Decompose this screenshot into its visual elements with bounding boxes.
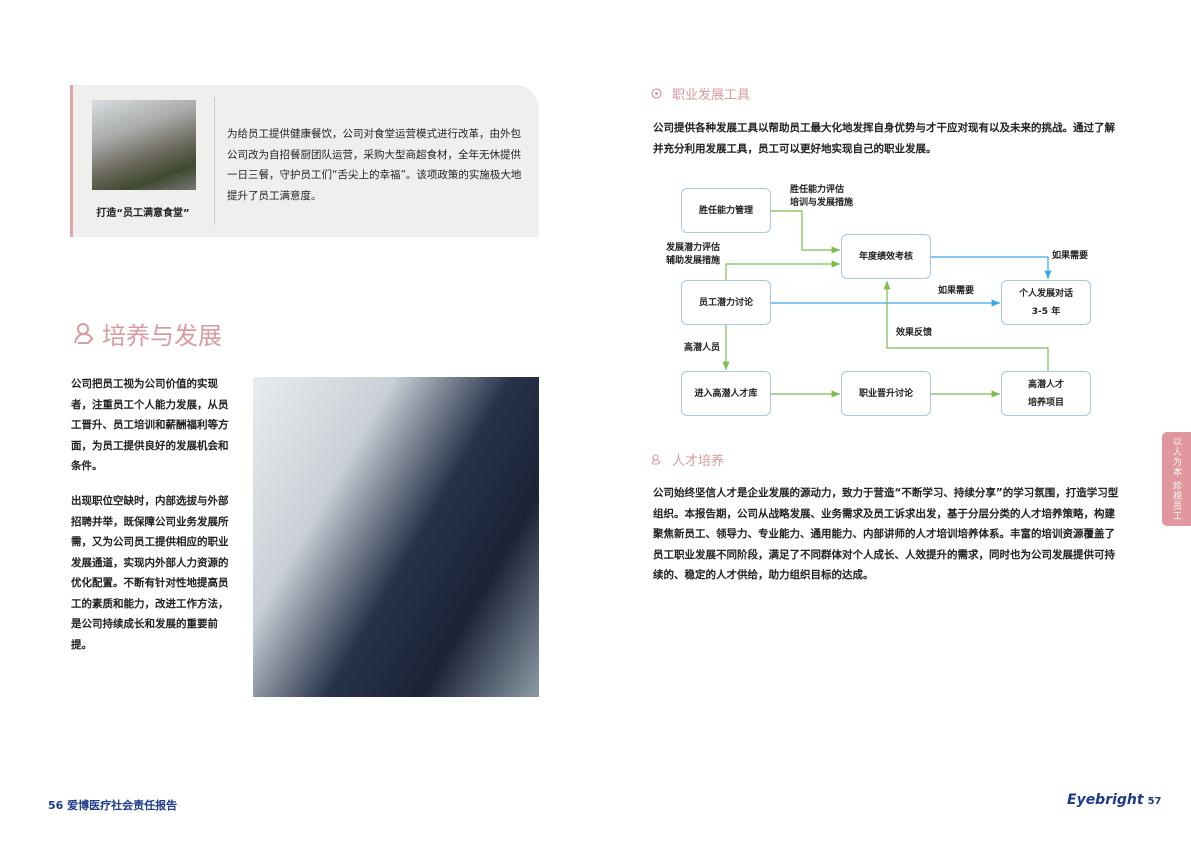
talent-text: 公司始终坚信人才是企业发展的源动力，致力于营造“不断学习、持续分享”的学习氛围，… — [653, 487, 1119, 581]
tools-title: 职业发展工具 — [672, 88, 751, 103]
section-title: 培养与发展 — [102, 322, 222, 350]
person-icon — [651, 454, 661, 465]
node-promotion: 职业晋升讨论 — [841, 371, 931, 416]
label-if-needed-2: 如果需要 — [938, 286, 975, 296]
label-feedback: 效果反馈 — [896, 328, 933, 338]
canteen-text: 为给员工提供健康餐饮，公司对食堂运营模式进行改革，由外包公司改为自招餐厨团队运营… — [227, 128, 522, 202]
label-competency: 胜任能力评估培训与发展措施 — [790, 185, 854, 208]
section-heading: 培养与发展 — [72, 316, 222, 351]
canteen-caption: 打造“员工满意食堂” — [96, 208, 190, 219]
node-potential: 员工潜力讨论 — [681, 280, 771, 325]
brand-logo: Eyebright — [1067, 792, 1144, 808]
section-side-tab[interactable]: 以人为本 珍视员工 — [1162, 432, 1191, 526]
arrow-program-annual — [883, 281, 1049, 371]
section-paragraph-2: 出现职位空缺时，内部选拔与外部招聘并举，既保障公司业务发展所需，又为公司员工提供… — [71, 495, 229, 651]
divider — [214, 97, 215, 225]
section-paragraph-1: 公司把员工视为公司价值的实现者，注重员工个人能力发展，从员工晋升、员工培训和薪酬… — [71, 378, 229, 472]
arrow-potential-annual — [725, 260, 840, 280]
worker-photo — [253, 377, 539, 697]
tools-text: 公司提供各种发展工具以帮助员工最大化地发挥自身优势与才干应对现有以及未来的挑战。… — [653, 122, 1115, 155]
node-program: 高潜人才培养项目 — [1001, 371, 1091, 416]
tools-heading: 职业发展工具 — [651, 84, 750, 103]
node-pool: 进入高潜人才库 — [681, 371, 771, 416]
label-high-potential: 高潜人员 — [684, 343, 721, 353]
canteen-photo — [92, 100, 196, 190]
target-icon — [651, 88, 662, 99]
talent-heading: 人才培养 — [651, 450, 724, 469]
arrow-competency-annual — [770, 210, 840, 254]
node-competency: 胜任能力管理 — [681, 188, 771, 233]
arrow-annual-dialog — [931, 256, 1052, 279]
label-if-needed-1: 如果需要 — [1052, 251, 1089, 261]
person-icon — [74, 322, 94, 344]
footer-left: 56 爱博医疗社会责任报告 — [48, 799, 178, 812]
node-annual: 年度绩效考核 — [841, 234, 931, 279]
label-potential: 发展潜力评估辅助发展措施 — [666, 243, 721, 266]
talent-title: 人才培养 — [672, 454, 725, 469]
